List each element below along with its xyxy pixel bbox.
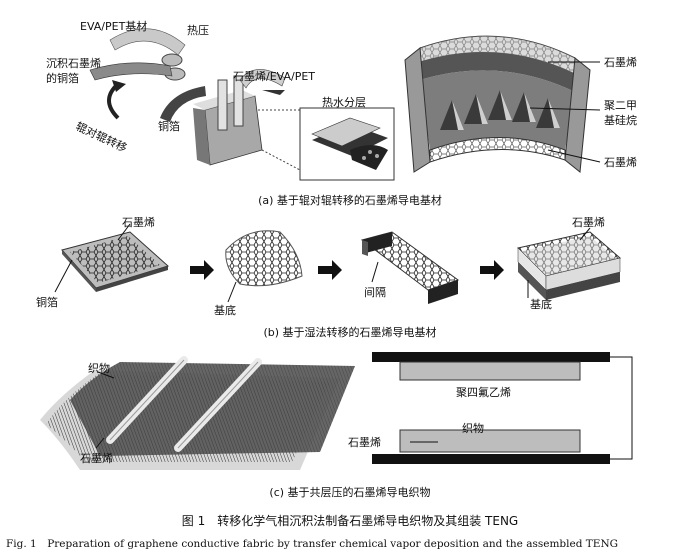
teng-schematic bbox=[372, 352, 633, 464]
label-copper-foil: 铜箔 bbox=[158, 120, 180, 133]
caption-b: (b) 基于湿法转移的石墨烯导电基材 bbox=[263, 326, 437, 339]
label-graphene-eva-pet: 石墨烯/EVA/PET bbox=[233, 70, 316, 83]
label-graphene-b1: 石墨烯 bbox=[122, 216, 155, 229]
caption-c: (c) 基于共层压的石墨烯导电织物 bbox=[269, 486, 431, 499]
label-ptfe: 聚四氟乙烯 bbox=[456, 386, 511, 399]
roll-to-roll-diagram bbox=[89, 28, 395, 181]
label-hot-press: 热压 bbox=[187, 24, 209, 37]
label-graphene-b2: 石墨烯 bbox=[572, 216, 605, 229]
label-fabric: 织物 bbox=[88, 362, 110, 375]
label-graphene-bottom: 石墨烯 bbox=[604, 156, 637, 169]
label-spacer: 间隔 bbox=[364, 286, 386, 299]
label-graphene-top: 石墨烯 bbox=[604, 56, 637, 69]
wet-transfer-diagram bbox=[54, 223, 622, 304]
label-pdms: 聚二甲 基硅烷 bbox=[604, 99, 637, 127]
label-copper-b: 铜箔 bbox=[36, 296, 58, 309]
label-fabric-c2: 织物 bbox=[462, 422, 484, 435]
label-graphene-c: 石墨烯 bbox=[80, 452, 113, 465]
label-cvd-copper: 沉积石墨烯 的铜箔 bbox=[46, 57, 101, 85]
label-hot-water: 热水分层 bbox=[322, 96, 366, 109]
curved-teng-diagram bbox=[404, 35, 601, 173]
label-substrate-b2: 基底 bbox=[530, 298, 552, 311]
co-lamination-diagram bbox=[40, 356, 355, 470]
label-substrate-b1: 基底 bbox=[214, 304, 236, 317]
figure-title-en: Fig. 1 Preparation of graphene conductiv… bbox=[6, 538, 619, 550]
label-graphene-c2: 石墨烯 bbox=[348, 436, 381, 449]
caption-a: (a) 基于辊对辊转移的石墨烯导电基材 bbox=[258, 194, 442, 207]
figure-title: 图 1 转移化学气相沉积法制备石墨烯导电织物及其组装 TENG bbox=[181, 514, 519, 528]
label-eva-pet: EVA/PET基材 bbox=[80, 20, 148, 33]
